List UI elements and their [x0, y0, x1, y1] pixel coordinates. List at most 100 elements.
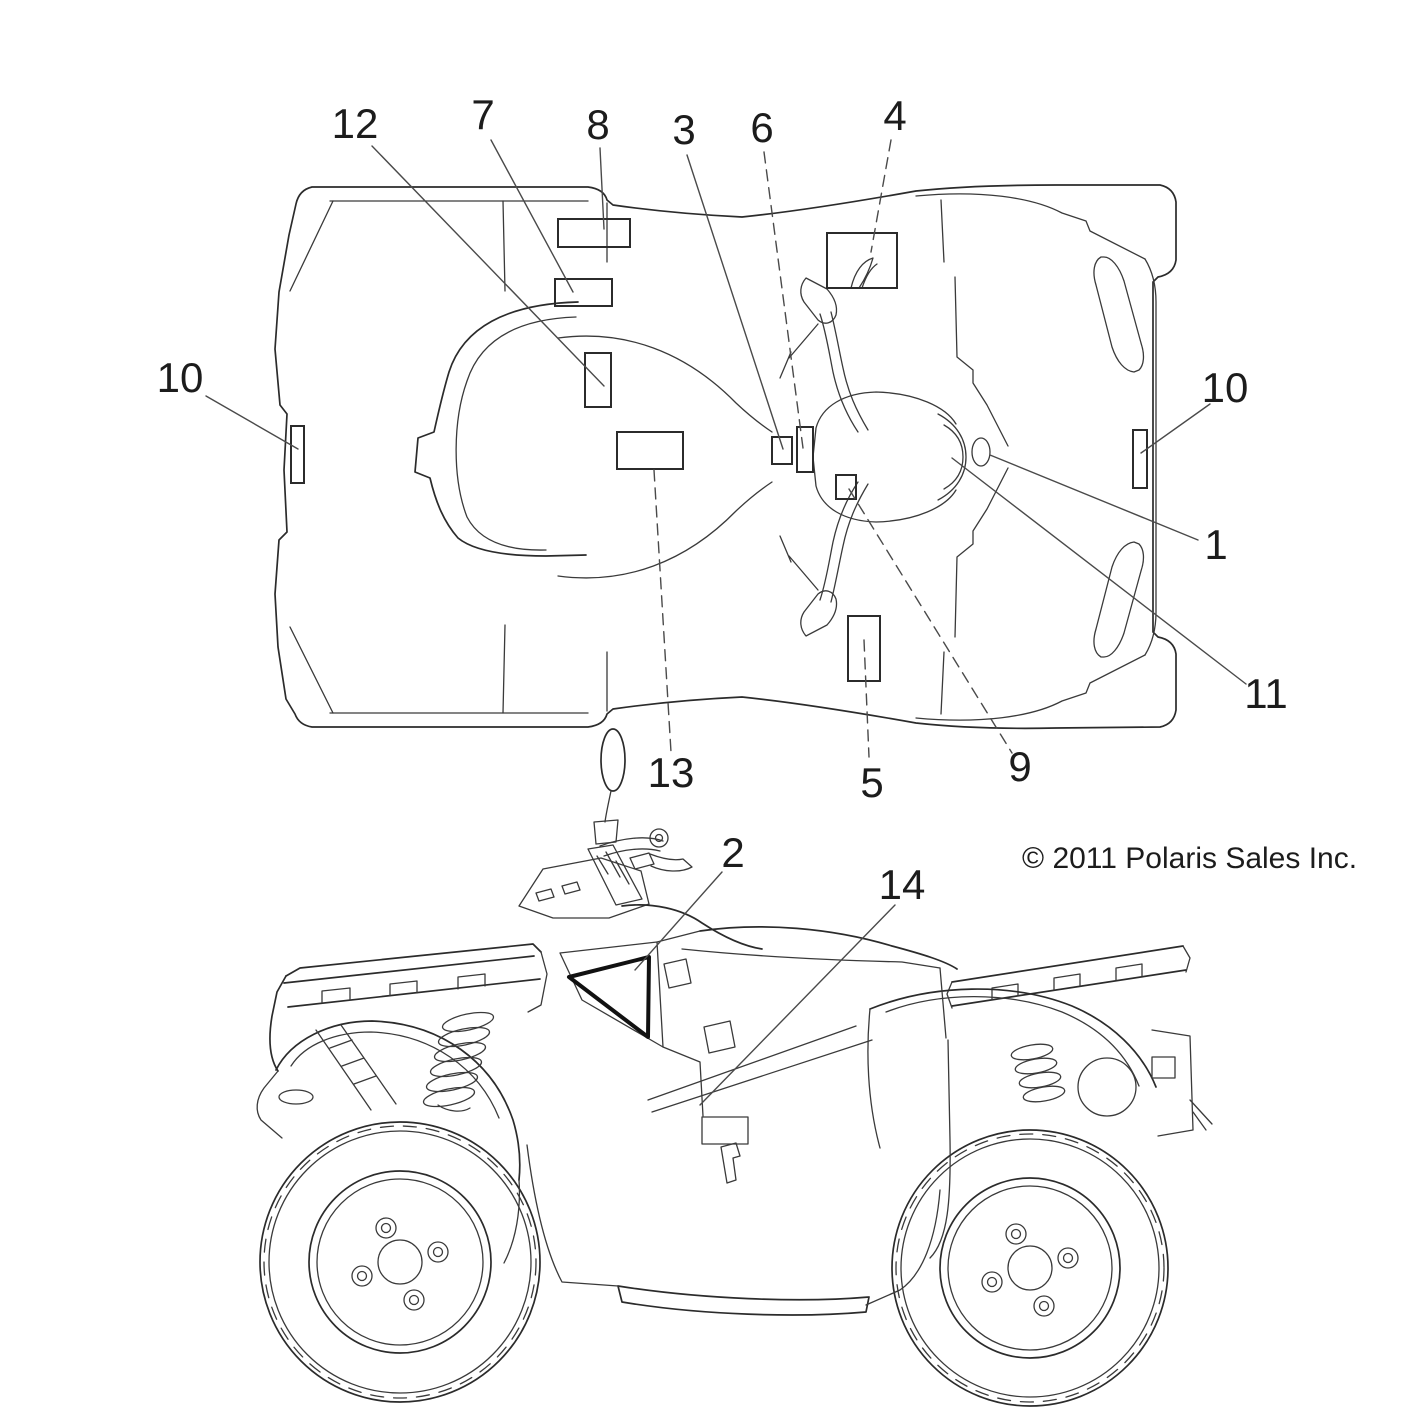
callout-6-label: 6 — [750, 104, 773, 151]
handlebar-upper-lever — [779, 323, 819, 379]
rear-body-edge — [929, 967, 951, 1259]
front-rim-inner — [316, 1178, 484, 1346]
rear-hub — [1007, 1245, 1053, 1291]
leader-4 — [870, 139, 892, 253]
front-rack-rear-support — [527, 951, 548, 1013]
front-shock-coil — [422, 1011, 495, 1108]
rear-rack-rib-bottom — [502, 624, 506, 714]
front-tire-outer — [259, 1121, 541, 1403]
callout-labels: 12 7 8 3 6 4 10 10 1 11 13 5 9 2 14 — [157, 91, 1288, 908]
decal-12 — [584, 352, 612, 408]
rear-fender-inner-arc — [885, 995, 1140, 1087]
front-rack-band — [283, 955, 541, 1008]
front-rim-outer — [308, 1170, 492, 1354]
decal-13 — [616, 431, 684, 470]
leader-5 — [863, 639, 870, 758]
front-fender-rear-edge — [503, 1179, 521, 1264]
callout-11-label: 11 — [1244, 670, 1288, 717]
front-rack-inner-right — [1144, 258, 1157, 656]
callout-8-label: 8 — [586, 101, 609, 148]
muffler-end — [1077, 1057, 1137, 1117]
callout-9-label: 9 — [1008, 743, 1031, 790]
rear-rack-side — [946, 945, 1191, 1009]
steering-column-hatched — [587, 844, 643, 906]
frame-footwell — [526, 1025, 941, 1316]
leader-10-left — [205, 395, 299, 450]
leader-6 — [763, 151, 804, 449]
handlebar-lower-grip — [800, 590, 838, 637]
brake-lever-side — [649, 853, 693, 872]
front-rack-inner-bottom — [915, 654, 1146, 721]
front-wheel — [259, 1121, 541, 1403]
handlebar-lower-column — [819, 481, 869, 603]
rear-rack-corner-diagonal-bottom — [289, 626, 334, 714]
decal-10-right — [1132, 429, 1148, 489]
rear-rack-corner-diagonal-top — [289, 200, 334, 292]
leader-10-right — [1140, 403, 1211, 454]
instrument-cluster-inner-arc — [943, 424, 964, 490]
leader-7 — [490, 139, 574, 293]
decal-7 — [554, 278, 613, 307]
rear-shock-coil — [1010, 1043, 1066, 1103]
headlight-ellipse — [278, 1089, 314, 1105]
decal-5 — [847, 615, 881, 682]
body-panels — [559, 904, 958, 1117]
front-lug-nuts — [351, 1217, 449, 1311]
footwell-contour-top — [557, 335, 773, 433]
rear-fender-front-edge — [867, 1008, 881, 1149]
front-suspension — [315, 1011, 495, 1112]
front-rack-notches — [321, 973, 486, 1004]
rear-tire-tread — [895, 1133, 1165, 1403]
rear-wheel — [891, 1129, 1169, 1407]
drain-valve — [720, 1142, 741, 1184]
shock-lower-mount — [437, 1104, 471, 1112]
front-body-contour-bottom — [940, 467, 1009, 715]
leader-13 — [653, 469, 672, 753]
front-tire-inner — [268, 1130, 532, 1394]
panel-vent-upper — [663, 958, 692, 989]
tow-hitch — [1189, 1099, 1213, 1131]
leader-3 — [686, 154, 784, 450]
callout-14-label: 14 — [879, 861, 926, 908]
callout-3-label: 3 — [672, 106, 695, 153]
leader-9 — [848, 488, 1013, 754]
front-rack-side — [283, 943, 548, 1013]
rear-fender — [867, 967, 1213, 1259]
frame-rails — [647, 1025, 873, 1113]
panel-rear-edge — [656, 930, 704, 1117]
front-rack-slot-bottom — [1093, 541, 1145, 658]
callout-2-label: 2 — [721, 829, 744, 876]
seat-outline-outer — [414, 301, 587, 557]
callout-1-label: 1 — [1204, 521, 1227, 568]
front-fender-outer-arc — [275, 1020, 521, 1181]
footwell-contour-bottom — [557, 481, 773, 579]
body-front-sill — [526, 1144, 619, 1287]
top-view — [274, 184, 1177, 730]
rear-fender-outer-arc — [869, 988, 1157, 1088]
instrument-cluster-outer-arc — [937, 413, 967, 501]
rear-rack-ends — [946, 945, 1191, 1009]
front-fascia-drop — [269, 975, 287, 1072]
side-panel-triangle-decal — [567, 955, 651, 1039]
handlebar-lower-lever — [779, 535, 819, 591]
front-body-contour-top — [940, 199, 1009, 447]
rear-bumper-box — [1151, 1029, 1194, 1137]
leader-2 — [634, 871, 723, 971]
copyright-text: © 2011 Polaris Sales Inc. — [1022, 842, 1357, 875]
mirror-mount — [593, 819, 619, 845]
steering-pod-outline — [812, 391, 957, 523]
front-fender-inner-arc — [290, 1031, 500, 1119]
panel-vent-lower — [703, 1020, 736, 1054]
front-tire-tread — [263, 1125, 537, 1399]
front-rack-slot-top — [1093, 256, 1145, 373]
decal-4 — [826, 232, 898, 289]
callout-10-left-label: 10 — [157, 354, 204, 401]
callout-7-label: 7 — [471, 91, 494, 138]
rear-rack-notches — [991, 963, 1143, 1001]
front-rack-inner-top — [915, 193, 1146, 260]
mirror-head — [600, 728, 626, 792]
mirror-stem — [604, 790, 612, 823]
frame-braces — [315, 1024, 397, 1111]
leader-8 — [599, 147, 605, 230]
rear-tire-inner — [900, 1138, 1160, 1398]
